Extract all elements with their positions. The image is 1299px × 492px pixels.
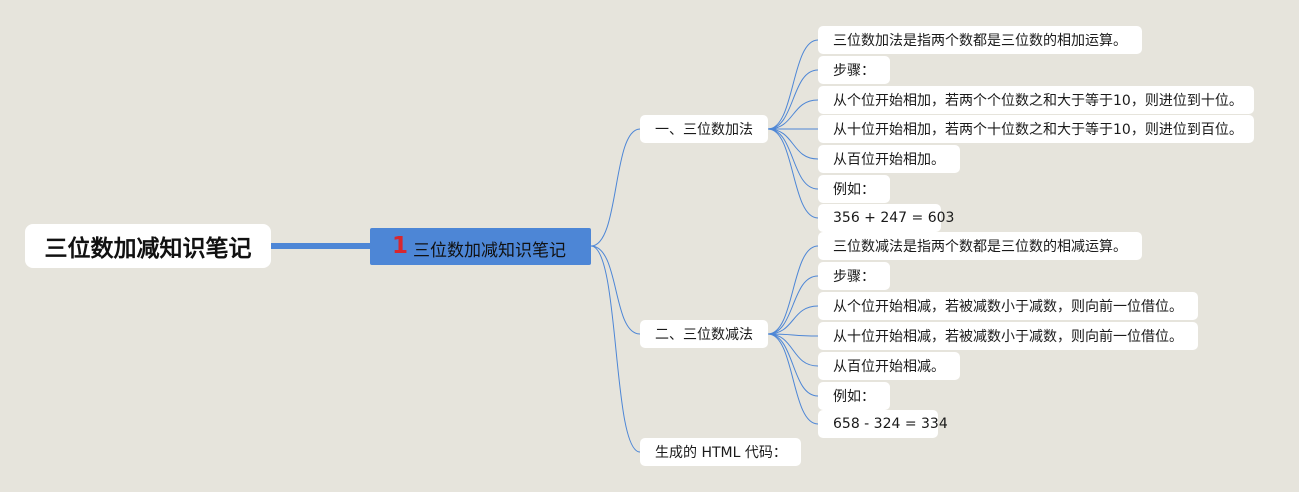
leaf-node[interactable]: 三位数加法是指两个数都是三位数的相加运算。 <box>818 26 1142 54</box>
leaf-node[interactable]: 从个位开始相减，若被减数小于减数，则向前一位借位。 <box>818 292 1198 320</box>
leaf-connector-1-6 <box>767 128 819 190</box>
leaf-label: 从百位开始相加。 <box>833 152 945 168</box>
priority-1-icon: 1 <box>392 233 409 259</box>
leaf-label: 三位数加法是指两个数都是三位数的相加运算。 <box>833 33 1127 49</box>
leaf-node[interactable]: 从十位开始相减，若被减数小于减数，则向前一位借位。 <box>818 322 1198 350</box>
leaf-connector-2-3 <box>767 305 819 335</box>
leaf-label: 三位数减法是指两个数都是三位数的相减运算。 <box>833 239 1127 255</box>
sub-connector-1 <box>590 128 641 247</box>
root-topic[interactable]: 三位数加减知识笔记 <box>25 224 271 268</box>
leaf-label: 356 + 247 = 603 <box>833 210 955 226</box>
leaf-label: 从十位开始相加，若两个十位数之和大于等于10，则进位到百位。 <box>833 122 1243 138</box>
leaf-label: 例如： <box>833 182 875 198</box>
leaf-label: 步骤： <box>833 63 875 79</box>
leaf-label: 步骤： <box>833 269 875 285</box>
leaf-label: 从个位开始相减，若被减数小于减数，则向前一位借位。 <box>833 299 1183 315</box>
subtopic-subtraction[interactable]: 二、三位数减法 <box>640 320 768 348</box>
leaf-connector-1-1 <box>767 39 819 130</box>
subtopic-addition[interactable]: 一、三位数加法 <box>640 115 768 143</box>
leaf-label: 例如： <box>833 389 875 405</box>
leaf-connector-2-4 <box>767 333 819 337</box>
root-topic-label: 三位数加减知识笔记 <box>44 236 252 262</box>
subtopic-label: 二、三位数减法 <box>655 327 753 343</box>
leaf-node[interactable]: 从十位开始相加，若两个十位数之和大于等于10，则进位到百位。 <box>818 115 1254 143</box>
subtopic-html-code[interactable]: 生成的 HTML 代码： <box>640 438 801 466</box>
leaf-node[interactable]: 从百位开始相加。 <box>818 145 960 173</box>
leaf-node[interactable]: 从百位开始相减。 <box>818 352 960 380</box>
leaf-label: 从个位开始相加，若两个个位数之和大于等于10，则进位到十位。 <box>833 93 1243 109</box>
leaf-node[interactable]: 三位数减法是指两个数都是三位数的相减运算。 <box>818 232 1142 260</box>
main-topic[interactable]: 1 三位数加减知识笔记 <box>370 228 591 265</box>
leaf-connector-2-6 <box>767 333 819 397</box>
leaf-connector-1-3 <box>767 99 819 130</box>
leaf-label: 从十位开始相减，若被减数小于减数，则向前一位借位。 <box>833 329 1183 345</box>
leaf-connector-2-2 <box>767 275 819 335</box>
sub-connector-3 <box>590 245 641 453</box>
leaf-connector-1-7 <box>767 128 819 219</box>
main-topic-label: 三位数加减知识笔记 <box>413 241 566 261</box>
leaf-node[interactable]: 例如： <box>818 382 890 410</box>
leaf-node[interactable]: 658 - 324 = 334 <box>818 410 948 438</box>
leaf-node[interactable]: 步骤： <box>818 56 890 84</box>
leaf-node[interactable]: 步骤： <box>818 262 890 290</box>
leaf-connector-2-5 <box>767 333 819 367</box>
leaf-node[interactable]: 356 + 247 = 603 <box>818 204 954 232</box>
leaf-connector-2-7 <box>767 333 819 425</box>
leaf-label: 从百位开始相减。 <box>833 359 945 375</box>
subtopic-label: 生成的 HTML 代码： <box>655 445 787 461</box>
leaf-node[interactable]: 例如： <box>818 175 890 203</box>
leaf-node[interactable]: 从个位开始相加，若两个个位数之和大于等于10，则进位到十位。 <box>818 86 1254 114</box>
leaf-connector-1-5 <box>767 128 819 160</box>
leaf-label: 658 - 324 = 334 <box>833 416 948 432</box>
leaf-connector-1-2 <box>767 69 819 130</box>
sub-connector-2 <box>590 245 641 335</box>
leaf-connector-2-1 <box>767 245 819 335</box>
subtopic-label: 一、三位数加法 <box>655 122 753 138</box>
